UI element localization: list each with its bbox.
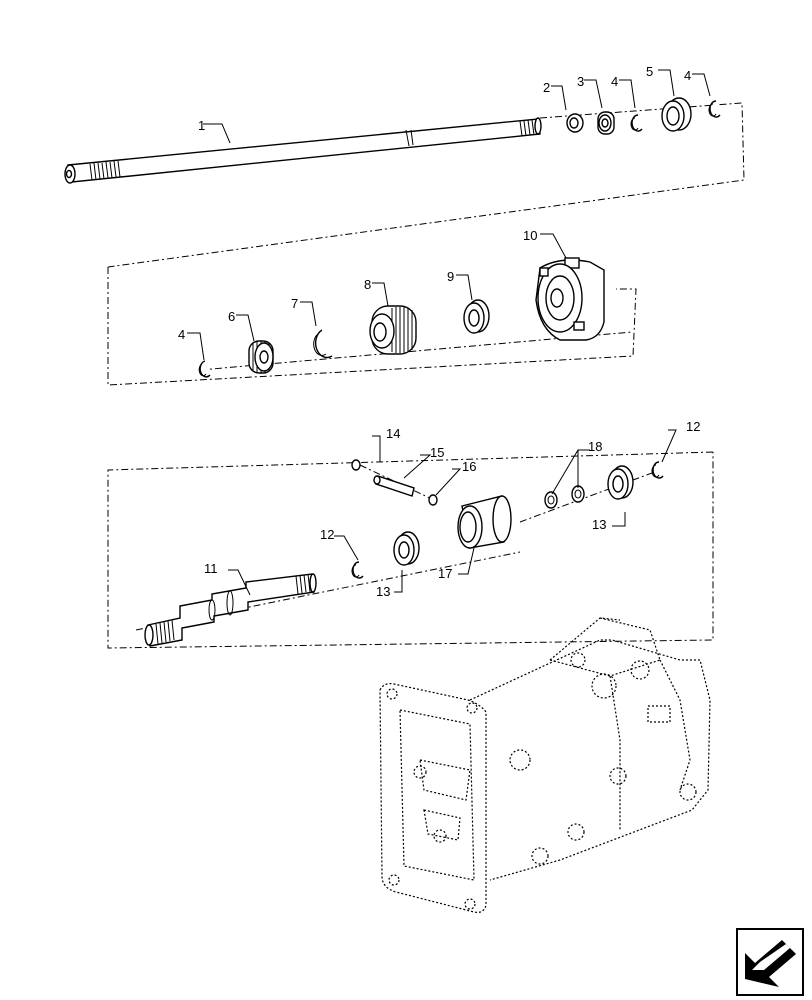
callout-12: 12 [686,419,700,434]
lower-shaft-group: 14 15 16 18 12 13 12 11 13 17 [107,419,714,649]
callout-6: 6 [228,309,235,324]
part-12-snap-ring-b[interactable] [351,561,364,579]
middle-gear-group: 4 6 7 8 9 10 [178,228,633,378]
callout-12: 12 [320,527,334,542]
callout-4: 4 [684,68,691,83]
callout-15: 15 [430,445,444,460]
transmission-housing [379,617,711,913]
callout-7: 7 [291,296,298,311]
callout-2: 2 [543,80,550,95]
part-4-snap-ring-c[interactable] [198,360,211,378]
callout-9: 9 [447,269,454,284]
next-page-arrow-icon[interactable] [736,928,804,996]
part-13-bearing-a[interactable] [607,465,634,500]
part-17-sleeve[interactable] [457,495,512,549]
part-10-bearing-housing[interactable] [535,257,605,341]
callout-10: 10 [523,228,537,243]
part-13-bearing-b[interactable] [393,531,420,566]
part-6-gear[interactable] [248,340,274,374]
part-4-snap-ring-a[interactable] [630,114,643,132]
part-18-washer-a[interactable] [544,491,558,509]
part-9-bearing[interactable] [463,299,490,334]
part-18-washer-b[interactable] [571,485,585,503]
part-12-snap-ring-a[interactable] [651,461,664,479]
part-4-snap-ring-b[interactable] [708,100,721,118]
callout-4: 4 [178,327,185,342]
upper-shaft-group: 1 2 3 4 5 4 [64,64,745,386]
part-3-bearing[interactable] [597,111,615,135]
part-8-gear[interactable] [369,305,417,355]
callout-14: 14 [386,426,400,441]
callout-5: 5 [646,64,653,79]
callout-3: 3 [577,74,584,89]
part-15-shaft-pin[interactable] [373,475,415,497]
part-5-bearing[interactable] [661,97,692,132]
callout-13: 13 [376,584,390,599]
callout-8: 8 [364,277,371,292]
callout-11: 11 [204,561,218,576]
part-7-circlip[interactable] [313,329,333,359]
part-16-pin[interactable] [428,494,438,506]
callout-18: 18 [588,439,602,454]
callout-17: 17 [438,566,452,581]
callout-13: 13 [592,517,606,532]
callout-16: 16 [462,459,476,474]
part-1-main-shaft[interactable] [64,117,542,184]
callout-4: 4 [611,74,618,89]
part-11-input-shaft[interactable] [144,573,317,647]
part-14-pin[interactable] [351,459,361,471]
callout-1: 1 [198,118,205,133]
part-2-washer[interactable] [566,113,584,133]
